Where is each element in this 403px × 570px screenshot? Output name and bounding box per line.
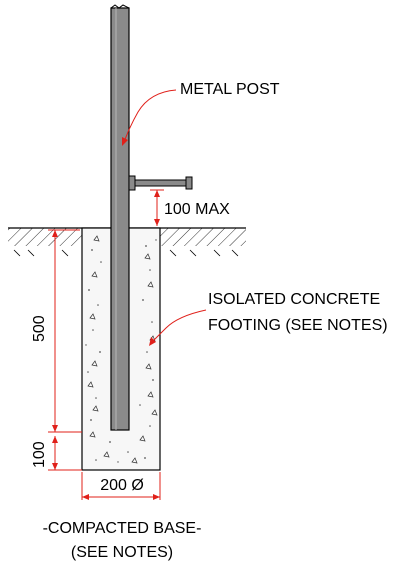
depth-dimension	[48, 229, 82, 433]
post-leader	[122, 89, 177, 146]
compacted-base-note: (SEE NOTES)	[71, 544, 173, 561]
ground-hatch	[8, 227, 246, 257]
rail-bracket	[128, 175, 193, 191]
clearance-dimension	[150, 189, 164, 226]
compacted-base-label: -COMPACTED BASE-	[43, 520, 202, 537]
base-thickness-label: 100	[31, 441, 48, 468]
footing-label-line1: ISOLATED CONCRETE	[208, 291, 380, 308]
footing-leader	[149, 309, 207, 346]
base-thickness-dimension	[48, 436, 82, 471]
metal-post	[110, 4, 130, 431]
diameter-dimension	[81, 472, 161, 500]
metal-post-label: METAL POST	[180, 81, 280, 98]
depth-label: 500	[31, 315, 48, 342]
clearance-label: 100 MAX	[164, 201, 230, 218]
footing-label-line2: FOOTING (SEE NOTES)	[208, 317, 388, 334]
diameter-label: 200 Ø	[100, 477, 144, 494]
